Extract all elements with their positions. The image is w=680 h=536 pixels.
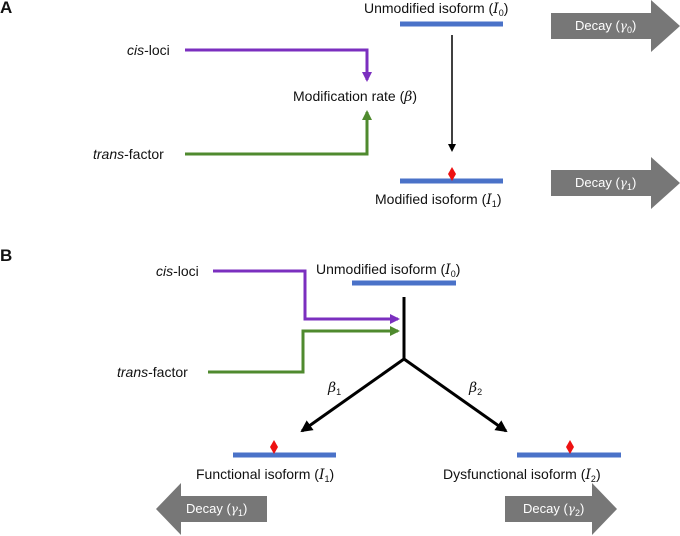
label-text: Functional isoform ( (196, 466, 319, 482)
panel-label-b: B (0, 246, 13, 265)
label-text: Decay ( (523, 501, 568, 516)
beta-subscript: 2 (477, 387, 483, 397)
label-rest: -loci (173, 263, 199, 279)
label-close: ) (631, 175, 637, 190)
label-italic: trans (117, 364, 149, 380)
dysfunctional-isoform-label: Dysfunctional isoform (I2) (443, 466, 601, 487)
cis-loci-connector-a (185, 48, 372, 82)
gamma-subscript: 0 (626, 25, 632, 35)
beta1-label: β1 (328, 379, 341, 400)
gamma-symbol: γ (230, 502, 238, 516)
label-rest: -factor (148, 364, 188, 380)
label-text: Modification rate ( (293, 88, 405, 104)
isoform-subscript: 1 (491, 199, 497, 209)
decay-arrow-gamma0 (551, 0, 680, 52)
beta-symbol: β (328, 380, 337, 396)
label-rest: -factor (124, 146, 164, 162)
label-text: Unmodified isoform ( (364, 0, 494, 16)
label-close: ) (329, 466, 335, 482)
isoform-symbol: I (486, 192, 492, 208)
isoform-symbol: I (318, 467, 325, 483)
gamma-subscript: 1 (237, 508, 243, 518)
beta-symbol: β (469, 380, 478, 396)
unmodified-isoform-label-b: Unmodified isoform (I0) (316, 261, 460, 282)
label-close: ) (631, 18, 637, 33)
label-italic: cis (127, 42, 145, 58)
gamma-subscript: 1 (626, 182, 632, 192)
decay-label-gamma1-a: Decay (γ1) (575, 175, 636, 192)
gamma-symbol: γ (567, 502, 575, 516)
functional-isoform-label: Functional isoform (I1) (196, 466, 334, 487)
isoform-subscript: 0 (450, 269, 456, 279)
trans-factor-connector-b (208, 326, 400, 374)
cis-loci-label-a: cis-loci (127, 42, 170, 58)
branch-arrow-beta1 (300, 357, 405, 433)
panel-label-a: A (0, 0, 13, 17)
gamma-symbol: γ (619, 176, 627, 190)
label-text: Unmodified isoform ( (316, 261, 446, 277)
decay-label-gamma1-b: Decay (γ1) (186, 501, 247, 518)
label-close: ) (455, 261, 461, 277)
trans-factor-connector-a (185, 110, 372, 156)
isoform-symbol: I (493, 1, 499, 17)
label-close: ) (595, 466, 601, 482)
decay-arrow-gamma1-a (551, 157, 680, 209)
isoform-symbol: I (445, 262, 451, 278)
decay-label-gamma2: Decay (γ2) (523, 501, 584, 518)
decay-arrow-gamma1-b (156, 483, 267, 535)
branch-arrow-beta2 (403, 357, 508, 433)
gamma-symbol: γ (619, 19, 627, 33)
label-close: ) (412, 88, 418, 104)
isoform-subscript: 2 (590, 474, 596, 484)
label-close: ) (242, 501, 248, 516)
beta-symbol: β (404, 89, 413, 105)
modification-diamond-dysfunctional (566, 440, 574, 454)
modified-isoform-label-a: Modified isoform (I1) (375, 191, 501, 212)
label-italic: trans (93, 146, 125, 162)
label-text: Dysfunctional isoform ( (443, 466, 586, 482)
trans-factor-label-a: trans-factor (93, 146, 164, 162)
isoform-subscript: 1 (324, 474, 330, 484)
label-rest: -loci (144, 42, 170, 58)
decay-arrow-gamma2 (505, 483, 617, 535)
modification-diamond-functional (270, 440, 278, 454)
unmodified-isoform-label-a: Unmodified isoform (I0) (364, 0, 508, 21)
label-close: ) (496, 191, 502, 207)
trans-factor-label-b: trans-factor (117, 364, 188, 380)
label-italic: cis (156, 263, 174, 279)
label-close: ) (503, 0, 509, 16)
modification-diamond-a (448, 167, 456, 181)
label-text: Decay ( (575, 175, 620, 190)
isoform-subscript: 0 (498, 8, 504, 18)
cis-loci-connector-b (213, 269, 400, 324)
gamma-subscript: 2 (574, 508, 580, 518)
isoform-symbol: I (585, 467, 591, 483)
label-text: Decay ( (575, 18, 620, 33)
cis-loci-label-b: cis-loci (156, 263, 199, 279)
beta-subscript: 1 (336, 387, 342, 397)
label-text: Decay ( (186, 501, 231, 516)
label-close: ) (579, 501, 585, 516)
decay-label-gamma0: Decay (γ0) (575, 18, 636, 35)
modification-rate-label: Modification rate (β) (293, 88, 417, 105)
label-text: Modified isoform ( (375, 191, 487, 207)
beta2-label: β2 (469, 379, 482, 400)
